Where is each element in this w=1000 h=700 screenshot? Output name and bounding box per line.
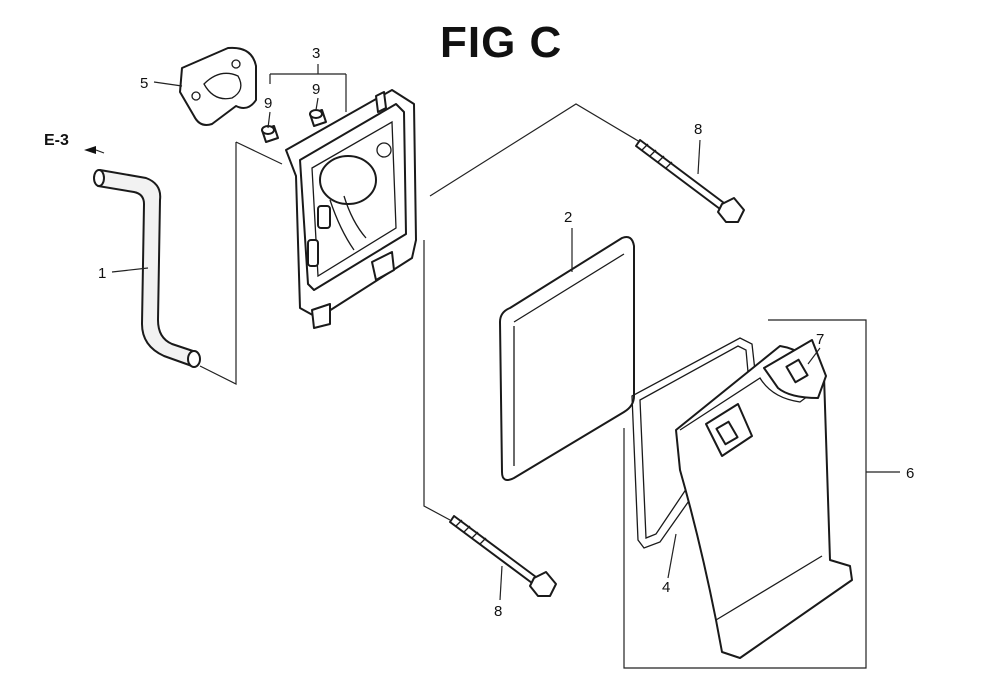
callout-8-lower: 8 (494, 603, 502, 620)
callout-7: 7 (816, 331, 824, 348)
callout-6: 6 (906, 465, 914, 482)
callout-8-upper: 8 (694, 121, 702, 138)
callout-3: 3 (312, 45, 320, 62)
part-9-collar-b (309, 109, 327, 127)
part-5-gasket (179, 46, 257, 126)
callout-5: 5 (140, 75, 148, 92)
reference-arrow-icon (84, 146, 96, 154)
callout-1: 1 (98, 265, 106, 282)
part-9-collar-a (261, 125, 279, 143)
callout-2: 2 (564, 209, 572, 226)
part-2-filter (499, 236, 635, 481)
callout-9-right: 9 (312, 81, 320, 98)
callout-4: 4 (662, 579, 670, 596)
reference-e3: E-3 (44, 132, 105, 154)
figure-title: FIG C (440, 18, 563, 67)
leader-lines (111, 64, 900, 669)
part-6-cover (675, 339, 853, 659)
reference-label: E-3 (44, 132, 69, 149)
part-8-bolt-lower (449, 515, 557, 597)
part-3-base (285, 89, 417, 329)
callout-9-left: 9 (264, 95, 272, 112)
part-8-bolt-upper (635, 139, 745, 223)
